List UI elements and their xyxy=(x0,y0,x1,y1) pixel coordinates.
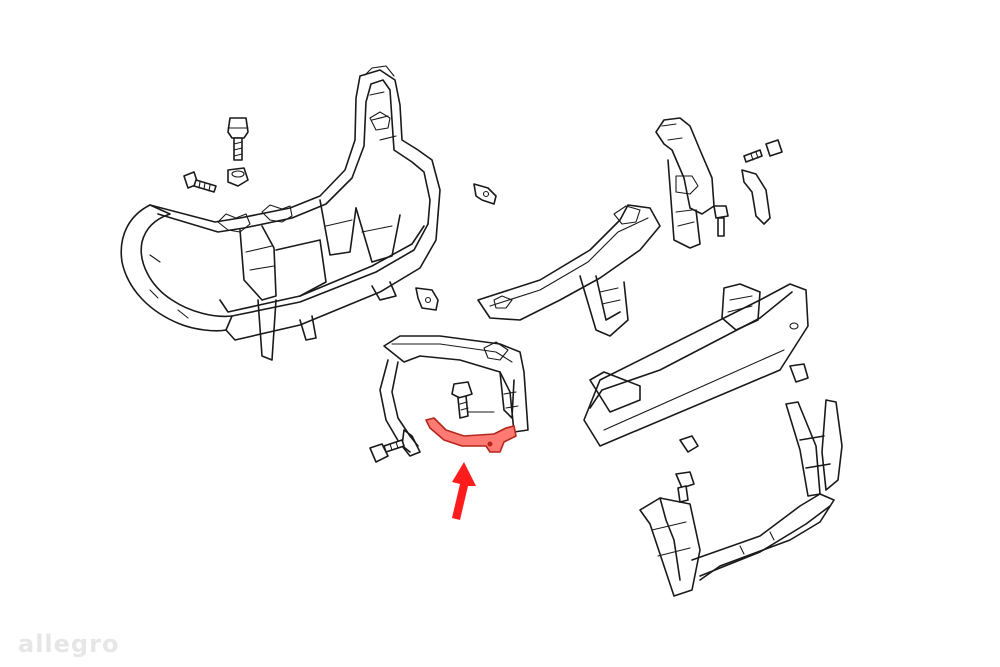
lower-cross-member xyxy=(639,399,843,597)
nut-upper-left xyxy=(227,167,249,187)
watermark-text: allegro xyxy=(18,630,120,658)
bolt-right-mid xyxy=(713,205,729,237)
lock-carrier-upper-right xyxy=(655,117,715,249)
bolt-lower-left xyxy=(369,439,405,463)
side-bracket-assembly xyxy=(379,335,529,457)
red-pointer-arrow xyxy=(452,462,476,520)
front-bumper-beam xyxy=(583,283,809,447)
front-carrier-panel xyxy=(120,65,441,361)
highlighted-bracket-part xyxy=(425,417,517,453)
bolt-upper-right xyxy=(743,139,783,163)
bolt-lower-right xyxy=(675,471,695,503)
bolt-left xyxy=(183,171,217,193)
small-clip-lower xyxy=(679,435,699,453)
bolt-upper-left xyxy=(227,117,249,161)
bracket-upper-right xyxy=(741,169,771,225)
bolt-center xyxy=(451,381,495,419)
small-clip-right xyxy=(789,363,809,383)
upper-tie-bar xyxy=(477,204,661,337)
small-bracket-center xyxy=(473,183,497,205)
small-bracket-lower xyxy=(415,287,439,311)
